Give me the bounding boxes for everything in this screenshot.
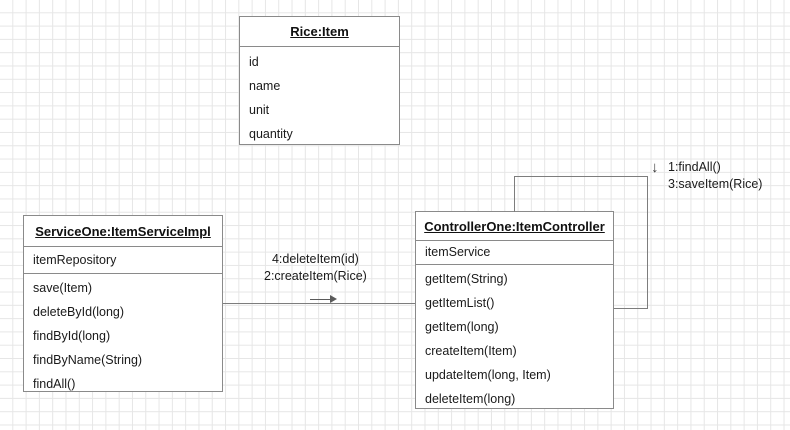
attribute-compartment-service-one: itemRepository — [24, 247, 222, 274]
operation-row: updateItem(long, Item) — [425, 367, 551, 382]
operation-row: findByName(String) — [33, 352, 143, 367]
class-box-rice-item[interactable]: Rice:Item id name unit quantity — [239, 16, 400, 145]
link-self-loop-segment-right — [647, 176, 648, 309]
class-box-controller-one[interactable]: ControllerOne:ItemController itemService… — [415, 211, 614, 409]
link-label-self-loop: 1:findAll() 3:saveItem(Rice) — [668, 159, 762, 193]
attribute-compartment-controller-one: itemService — [416, 241, 613, 265]
class-title-text: ControllerOne:ItemController — [424, 218, 605, 234]
operation-row: deleteItem(long) — [425, 391, 516, 406]
operation-row: findAll() — [33, 376, 76, 391]
message-label: 2:createItem(Rice) — [264, 269, 367, 283]
class-title-text: ServiceOne:ItemServiceImpl — [35, 223, 211, 239]
link-self-loop-segment-top — [514, 176, 648, 177]
operation-row: getItem(long) — [425, 319, 499, 334]
attribute-row: quantity — [249, 126, 293, 141]
class-box-service-one[interactable]: ServiceOne:ItemServiceImpl itemRepositor… — [23, 215, 223, 392]
operation-row: deleteById(long) — [33, 304, 125, 319]
class-title-service-one: ServiceOne:ItemServiceImpl — [24, 216, 222, 247]
link-service-to-controller[interactable] — [223, 303, 415, 304]
attribute-row: unit — [249, 102, 270, 117]
message-label: 4:deleteItem(id) — [271, 252, 359, 266]
class-title-controller-one: ControllerOne:ItemController — [416, 212, 613, 241]
attribute-compartment-rice-item: id name unit quantity — [240, 47, 399, 146]
arrow-right-icon — [330, 295, 337, 303]
attribute-row: itemService — [425, 245, 491, 260]
class-title-rice-item: Rice:Item — [240, 17, 399, 47]
link-self-loop-segment-left — [514, 176, 515, 212]
attribute-row: id — [249, 54, 259, 69]
arrow-right-icon-stub — [310, 299, 332, 300]
operation-compartment-service-one: save(Item) deleteById(long) findById(lon… — [24, 274, 222, 396]
operation-compartment-controller-one: getItem(String) getItemList() getItem(lo… — [416, 265, 613, 411]
attribute-row: itemRepository — [33, 252, 117, 267]
operation-row: findById(long) — [33, 328, 111, 343]
operation-row: save(Item) — [33, 280, 93, 295]
arrow-down-icon: ↓ — [651, 159, 659, 176]
link-self-loop-segment-bottom — [614, 308, 648, 309]
message-label: 3:saveItem(Rice) — [668, 177, 763, 191]
operation-row: createItem(Item) — [425, 343, 517, 358]
operation-row: getItemList() — [425, 295, 495, 310]
attribute-row: name — [249, 78, 281, 93]
message-label: 1:findAll() — [668, 160, 721, 174]
link-label-service-to-controller: 4:deleteItem(id) 2:createItem(Rice) — [264, 251, 367, 285]
operation-row: getItem(String) — [425, 271, 508, 286]
class-title-text: Rice:Item — [290, 24, 349, 39]
